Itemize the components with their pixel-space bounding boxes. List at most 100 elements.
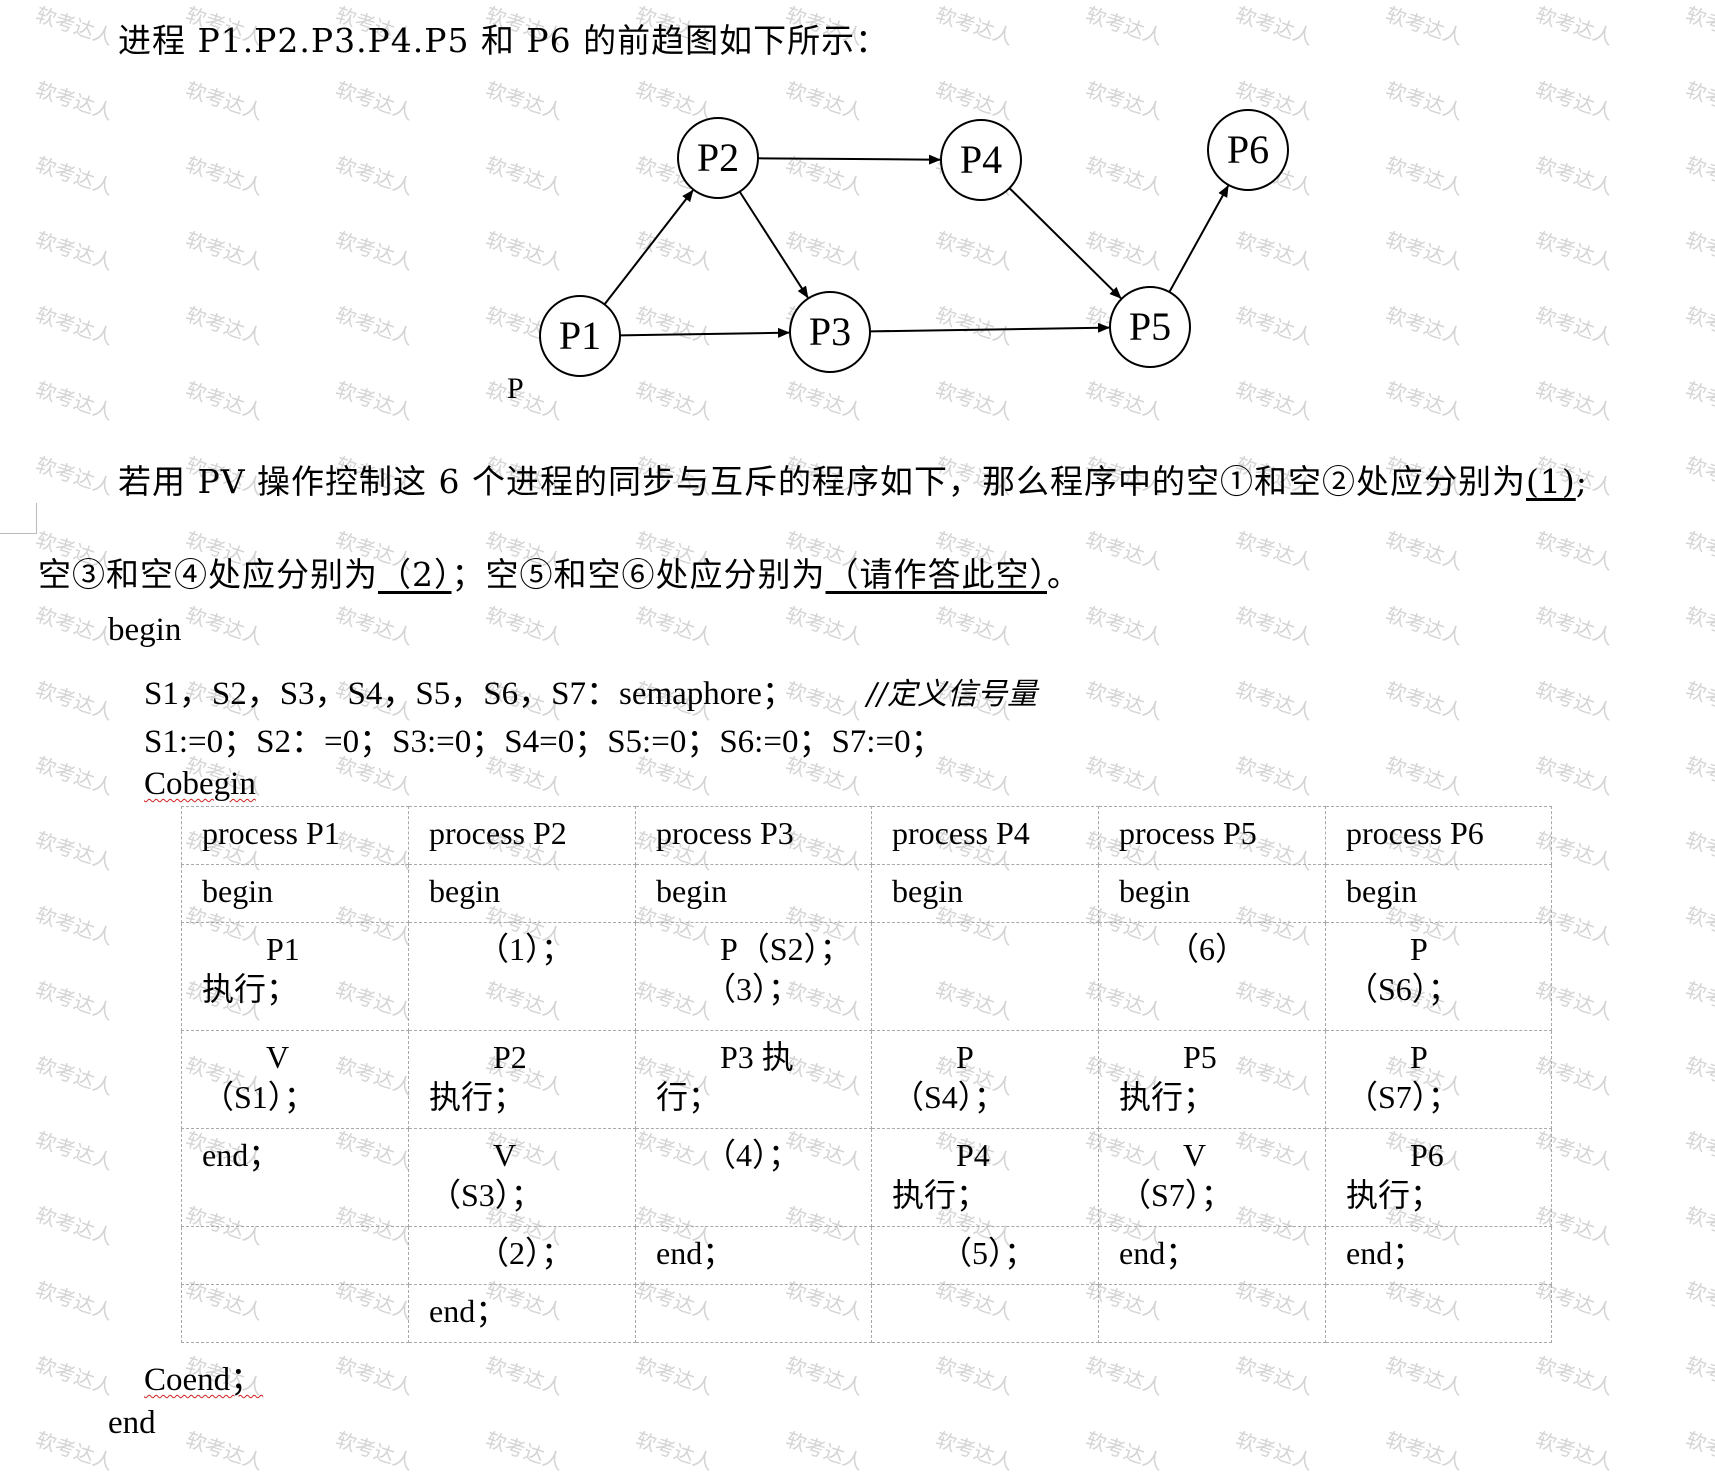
table-cell: begin bbox=[871, 864, 1099, 923]
cell-text: P（S4）； bbox=[892, 1039, 1006, 1115]
table-cell: P（S6）； bbox=[1325, 922, 1552, 1031]
cell-text: process P6 bbox=[1346, 815, 1484, 851]
watermark-text: 软考达人 bbox=[1532, 527, 1617, 575]
table-cell: end； bbox=[1325, 1226, 1552, 1285]
table-cell: （1）； bbox=[408, 922, 636, 1031]
table-cell: end； bbox=[635, 1226, 872, 1285]
watermark-text: 软考达人 bbox=[1682, 902, 1715, 950]
cell-text: process P1 bbox=[202, 815, 340, 851]
watermark-text: 软考达人 bbox=[332, 1352, 417, 1400]
node-p3 bbox=[789, 291, 871, 373]
watermark-text: 软考达人 bbox=[1232, 1427, 1317, 1475]
watermark-text: 软考达人 bbox=[182, 1427, 267, 1475]
watermark-text: 软考达人 bbox=[182, 602, 267, 650]
table-cell: process P3 bbox=[635, 806, 872, 865]
watermark-text: 软考达人 bbox=[932, 1427, 1017, 1475]
table-row: end； V（S3）； （4）； P4 执行； V（S7）； P6 执行； bbox=[181, 1128, 1552, 1227]
cell-text: end； bbox=[202, 1137, 281, 1173]
question-line-2-a: 空③和空④处应分别为 bbox=[38, 555, 378, 594]
cell-text: V（S7）； bbox=[1119, 1137, 1233, 1213]
table-cell: begin bbox=[408, 864, 636, 923]
watermark-text: 软考达人 bbox=[332, 602, 417, 650]
watermark-text: 软考达人 bbox=[1232, 1352, 1317, 1400]
cell-text: P3 执行； bbox=[656, 1039, 794, 1115]
cell-text: （1）； bbox=[429, 931, 574, 967]
table-cell bbox=[181, 1284, 409, 1343]
cell-text: （6） bbox=[1119, 931, 1248, 967]
watermark-text: 软考达人 bbox=[1532, 752, 1617, 800]
watermark-text: 软考达人 bbox=[1082, 1427, 1167, 1475]
table-row: （2）；end； （5）；end；end； bbox=[181, 1226, 1552, 1285]
table-cell: （2）； bbox=[408, 1226, 636, 1285]
table-cell: begin bbox=[1325, 864, 1552, 923]
cell-text: end； bbox=[656, 1235, 735, 1271]
cell-text: P6 执行； bbox=[1346, 1137, 1508, 1213]
watermark-text: 软考达人 bbox=[1532, 1427, 1617, 1475]
watermark-text: 软考达人 bbox=[1532, 1352, 1617, 1400]
intro-text: 进程 P1.P2.P3.P4.P5 和 P6 的前趋图如下所示： bbox=[118, 21, 890, 60]
cell-text: P4 执行； bbox=[892, 1137, 1054, 1213]
watermark-text: 软考达人 bbox=[1532, 602, 1617, 650]
watermark-text: 软考达人 bbox=[782, 1352, 867, 1400]
table-cell: P2 执行； bbox=[408, 1030, 636, 1129]
edge-p1-p2 bbox=[603, 189, 694, 306]
watermark-text: 软考达人 bbox=[1232, 602, 1317, 650]
question-line-2-end: 。 bbox=[1047, 555, 1081, 594]
watermark-text: 软考达人 bbox=[932, 1352, 1017, 1400]
cell-text: process P4 bbox=[892, 815, 1030, 851]
watermark-text: 软考达人 bbox=[1682, 602, 1715, 650]
watermark-text: 软考达人 bbox=[1682, 677, 1715, 725]
watermark-text: 软考达人 bbox=[1682, 1052, 1715, 1100]
node-label-p3: P3 bbox=[809, 309, 851, 354]
watermark-text: 软考达人 bbox=[1382, 1427, 1467, 1475]
watermark-text: 软考达人 bbox=[782, 1427, 867, 1475]
table-cell: end； bbox=[408, 1284, 636, 1343]
node-label-p6: P6 bbox=[1227, 127, 1269, 172]
answer-blank-2: （2） bbox=[378, 555, 452, 594]
cell-text: V（S3）； bbox=[429, 1137, 543, 1213]
watermark-text: 软考达人 bbox=[1382, 527, 1467, 575]
table-row: V（S1）； P2 执行； P3 执行； P（S4）； P5 执行； P（S7）… bbox=[181, 1030, 1552, 1129]
watermark-text: 软考达人 bbox=[32, 977, 117, 1025]
node-p4 bbox=[940, 119, 1022, 201]
watermark-text: 软考达人 bbox=[32, 452, 117, 500]
cell-text: P2 执行； bbox=[429, 1039, 591, 1115]
table-cell: P（S7）； bbox=[1325, 1030, 1552, 1129]
watermark-text: 软考达人 bbox=[32, 1052, 117, 1100]
table-cell bbox=[1098, 1284, 1326, 1343]
watermark-text: 软考达人 bbox=[632, 1427, 717, 1475]
cobegin-keyword: Cobegin bbox=[144, 766, 256, 802]
cell-text: process P2 bbox=[429, 815, 567, 851]
table-cell bbox=[871, 1284, 1099, 1343]
watermark-text: 软考达人 bbox=[32, 1202, 117, 1250]
table-cell: end； bbox=[181, 1128, 409, 1227]
cell-text: begin bbox=[656, 873, 728, 909]
node-p5 bbox=[1109, 286, 1191, 368]
cell-text: （2）； bbox=[429, 1235, 574, 1271]
cell-text: begin bbox=[892, 873, 964, 909]
watermark-text: 软考达人 bbox=[32, 752, 117, 800]
watermark-text: 软考达人 bbox=[32, 1352, 117, 1400]
cell-text: process P5 bbox=[1119, 815, 1257, 851]
table-cell: P（S2）； （3）； bbox=[635, 922, 872, 1031]
watermark-text: 软考达人 bbox=[1682, 452, 1715, 500]
watermark-text: 软考达人 bbox=[782, 602, 867, 650]
watermark-text: 软考达人 bbox=[1382, 1352, 1467, 1400]
table-row: process P1 process P2 process P3 process P4… bbox=[181, 806, 1552, 865]
node-p1 bbox=[539, 295, 621, 377]
table-cell: （5）； bbox=[871, 1226, 1099, 1285]
watermark-text: 软考达人 bbox=[482, 602, 567, 650]
declaration-comment: //定义信号量 bbox=[866, 677, 1038, 712]
table-cell: P6 执行； bbox=[1325, 1128, 1552, 1227]
node-p2 bbox=[677, 117, 759, 199]
cell-text: begin bbox=[1346, 873, 1418, 909]
table-cell: begin bbox=[181, 864, 409, 923]
cell-text: begin bbox=[202, 873, 274, 909]
node-label-p5: P5 bbox=[1129, 304, 1171, 349]
watermark-text: 软考达人 bbox=[1532, 677, 1617, 725]
watermark-text: 软考达人 bbox=[1082, 527, 1167, 575]
watermark-text: 软考达人 bbox=[632, 1352, 717, 1400]
watermark-text: 软考达人 bbox=[1682, 977, 1715, 1025]
table-cell: P1 执行； bbox=[181, 922, 409, 1031]
